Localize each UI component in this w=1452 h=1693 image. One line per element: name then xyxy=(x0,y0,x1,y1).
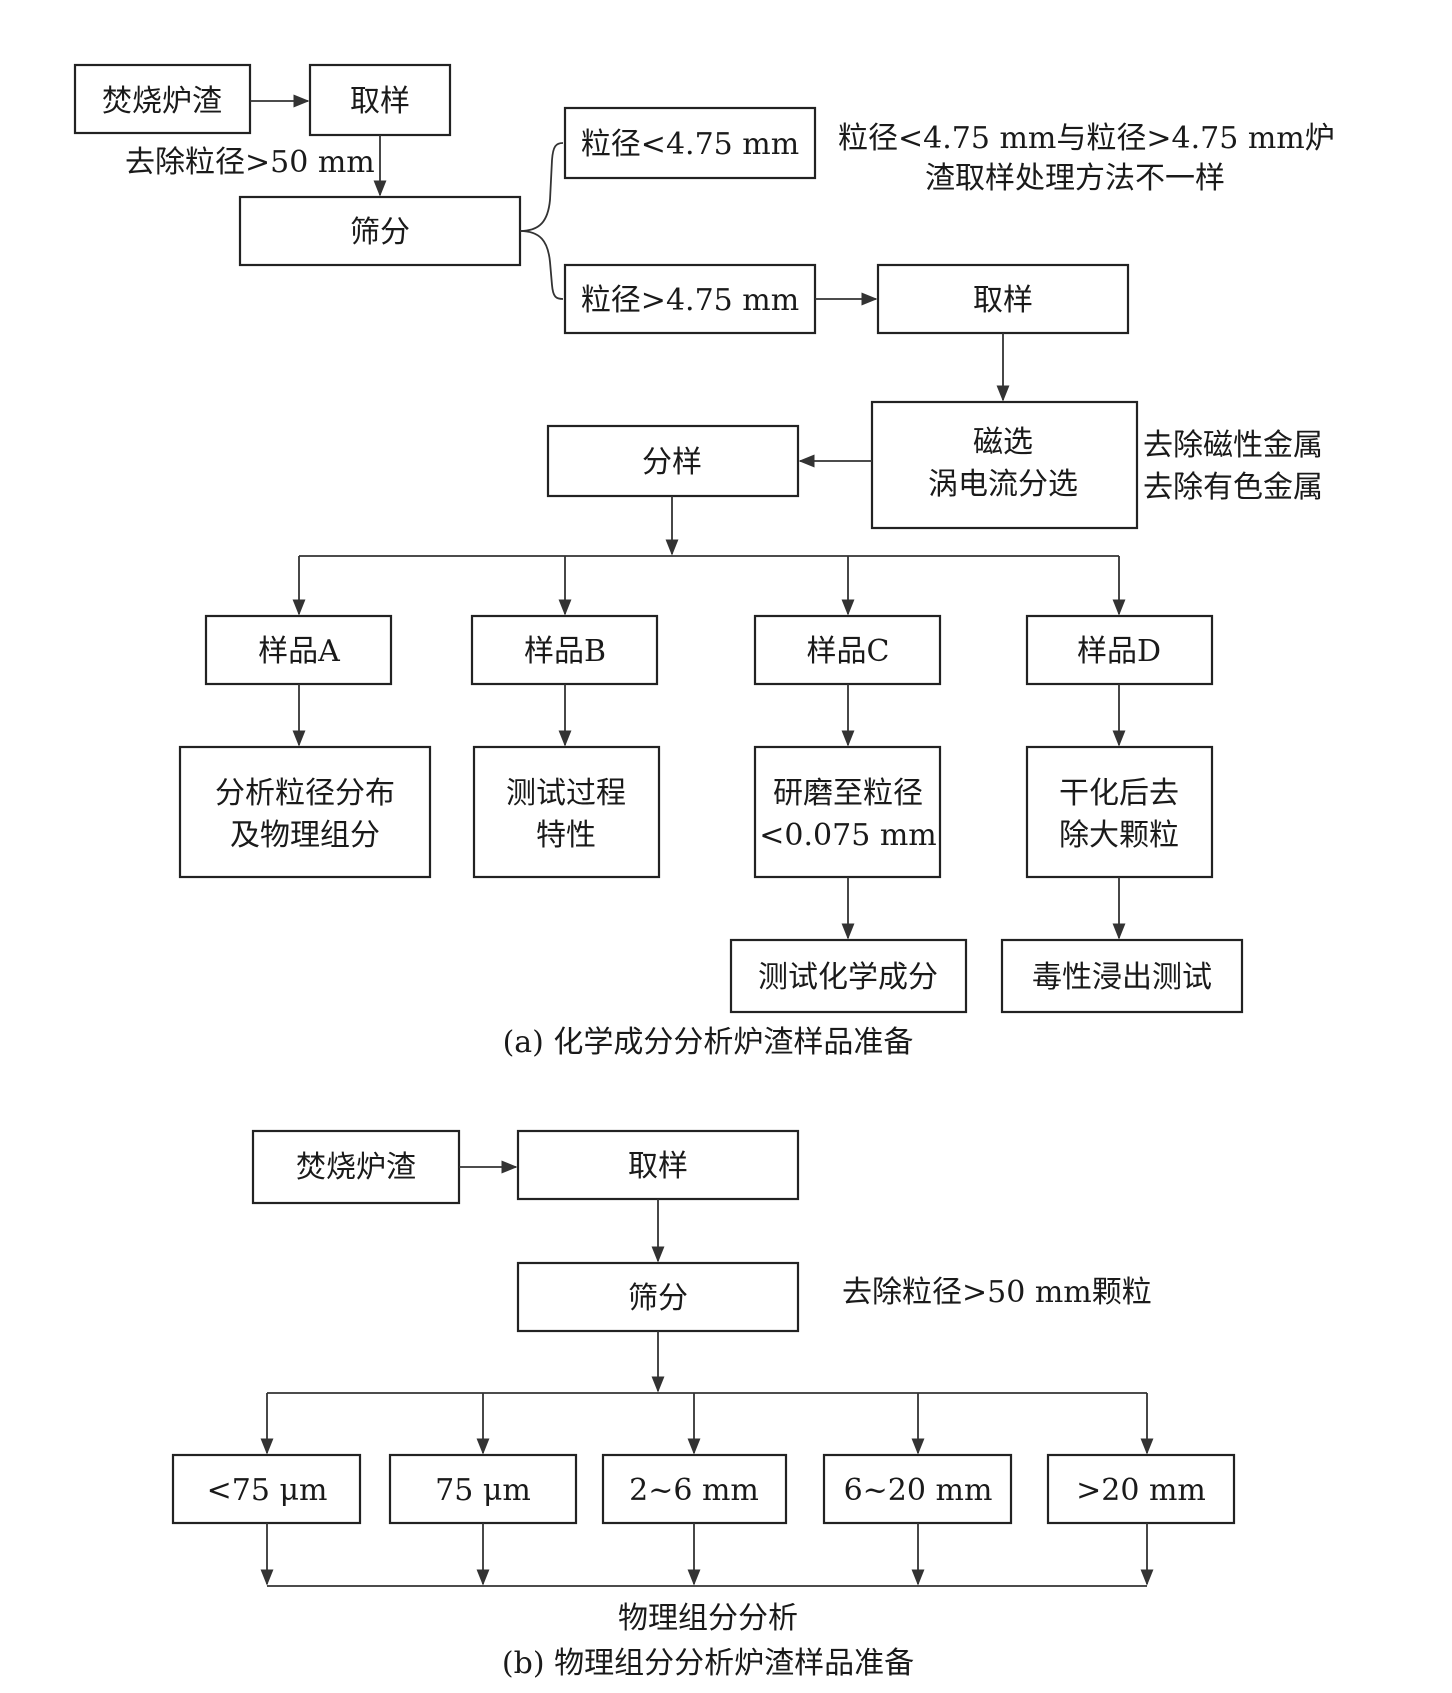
label-task-B-1: 测试过程 xyxy=(506,776,626,811)
label-fraction-1: <75 μm xyxy=(207,1473,328,1508)
box-slag-a xyxy=(73,63,252,135)
box-sample-A xyxy=(204,614,393,686)
box-sample-D xyxy=(1025,614,1214,686)
label-sample-B: 样品B xyxy=(524,634,606,669)
label-slag-b: 焚烧炉渣 xyxy=(296,1150,416,1185)
caption-a: (a) 化学成分分析炉渣样品准备 xyxy=(503,1025,914,1060)
label-fraction-3: 2~6 mm xyxy=(629,1473,759,1508)
note-remove-50mm-b: 去除粒径>50 mm颗粒 xyxy=(842,1275,1152,1310)
box-small-particle xyxy=(563,106,817,180)
label-tox-test: 毒性浸出测试 xyxy=(1032,960,1212,995)
label-slag-a: 焚烧炉渣 xyxy=(102,84,222,119)
label-task-C-1: 研磨至粒径 xyxy=(773,776,923,811)
label-sample-b: 取样 xyxy=(628,1149,688,1184)
label-magnetic: 磁选 xyxy=(973,425,1033,460)
label-task-D-1: 干化后去 xyxy=(1059,776,1179,811)
box-fraction-1 xyxy=(171,1453,362,1525)
label-fraction-5: >20 mm xyxy=(1076,1473,1206,1508)
box-fraction-5 xyxy=(1046,1453,1236,1525)
box-chem-test xyxy=(729,938,968,1014)
label-small-particle: 粒径<4.75 mm xyxy=(581,127,799,162)
box-sieve-b xyxy=(516,1261,800,1333)
box-tox-test xyxy=(1000,938,1244,1014)
label-sample-a1: 取样 xyxy=(350,84,410,119)
label-task-D-2: 除大颗粒 xyxy=(1059,818,1179,853)
note-remove-magnetic: 去除磁性金属 xyxy=(1143,428,1323,463)
label-fraction-4: 6~20 mm xyxy=(844,1473,993,1508)
label-large-particle: 粒径>4.75 mm xyxy=(581,283,799,318)
note-remove-nonferrous: 去除有色金属 xyxy=(1143,470,1323,505)
label-physical-analysis: 物理组分分析 xyxy=(618,1601,798,1636)
box-sample-a2 xyxy=(876,263,1130,335)
label-eddy-current: 涡电流分选 xyxy=(928,467,1078,502)
label-task-C-2: <0.075 mm xyxy=(759,818,936,853)
box-task-C xyxy=(753,745,942,879)
box-fraction-4 xyxy=(822,1453,1013,1525)
box-fraction-3 xyxy=(601,1453,788,1525)
box-sample-a1 xyxy=(308,63,452,137)
label-sieve-b: 筛分 xyxy=(628,1281,688,1316)
label-fraction-2: 75 μm xyxy=(435,1473,531,1508)
box-sample-C xyxy=(753,614,942,686)
box-task-A xyxy=(178,745,432,879)
caption-b: (b) 物理组分分析炉渣样品准备 xyxy=(502,1646,914,1681)
label-task-A-1: 分析粒径分布 xyxy=(215,776,395,811)
label-remove-50mm: 去除粒径>50 mm xyxy=(125,145,375,180)
label-task-B-2: 特性 xyxy=(536,818,596,853)
label-split: 分样 xyxy=(642,445,702,480)
part-b-flowchart: 焚烧炉渣 取样 筛分 去除粒径>50 mm颗粒 <75 μm 75 μm 2~6… xyxy=(171,1129,1236,1681)
box-magnetic-separation xyxy=(870,400,1139,530)
note-line-2: 渣取样处理方法不一样 xyxy=(925,161,1225,196)
label-sample-a2: 取样 xyxy=(973,283,1033,318)
box-task-D xyxy=(1025,745,1214,879)
box-task-B xyxy=(472,745,661,879)
box-large-particle xyxy=(563,263,817,335)
label-sample-A: 样品A xyxy=(258,634,340,669)
box-split xyxy=(546,424,800,498)
label-chem-test: 测试化学成分 xyxy=(758,960,938,995)
box-sample-b xyxy=(516,1129,800,1201)
part-a-flowchart: 焚烧炉渣 取样 去除粒径>50 mm 筛分 粒径<4.75 mm 粒径>4.75… xyxy=(73,63,1335,1060)
label-sample-D: 样品D xyxy=(1077,634,1161,669)
label-sieve-a: 筛分 xyxy=(350,215,410,250)
box-sieve-a xyxy=(238,195,522,267)
label-sample-C: 样品C xyxy=(807,634,890,669)
label-task-A-2: 及物理组分 xyxy=(230,818,380,853)
note-line-1: 粒径<4.75 mm与粒径>4.75 mm炉 xyxy=(838,121,1335,156)
